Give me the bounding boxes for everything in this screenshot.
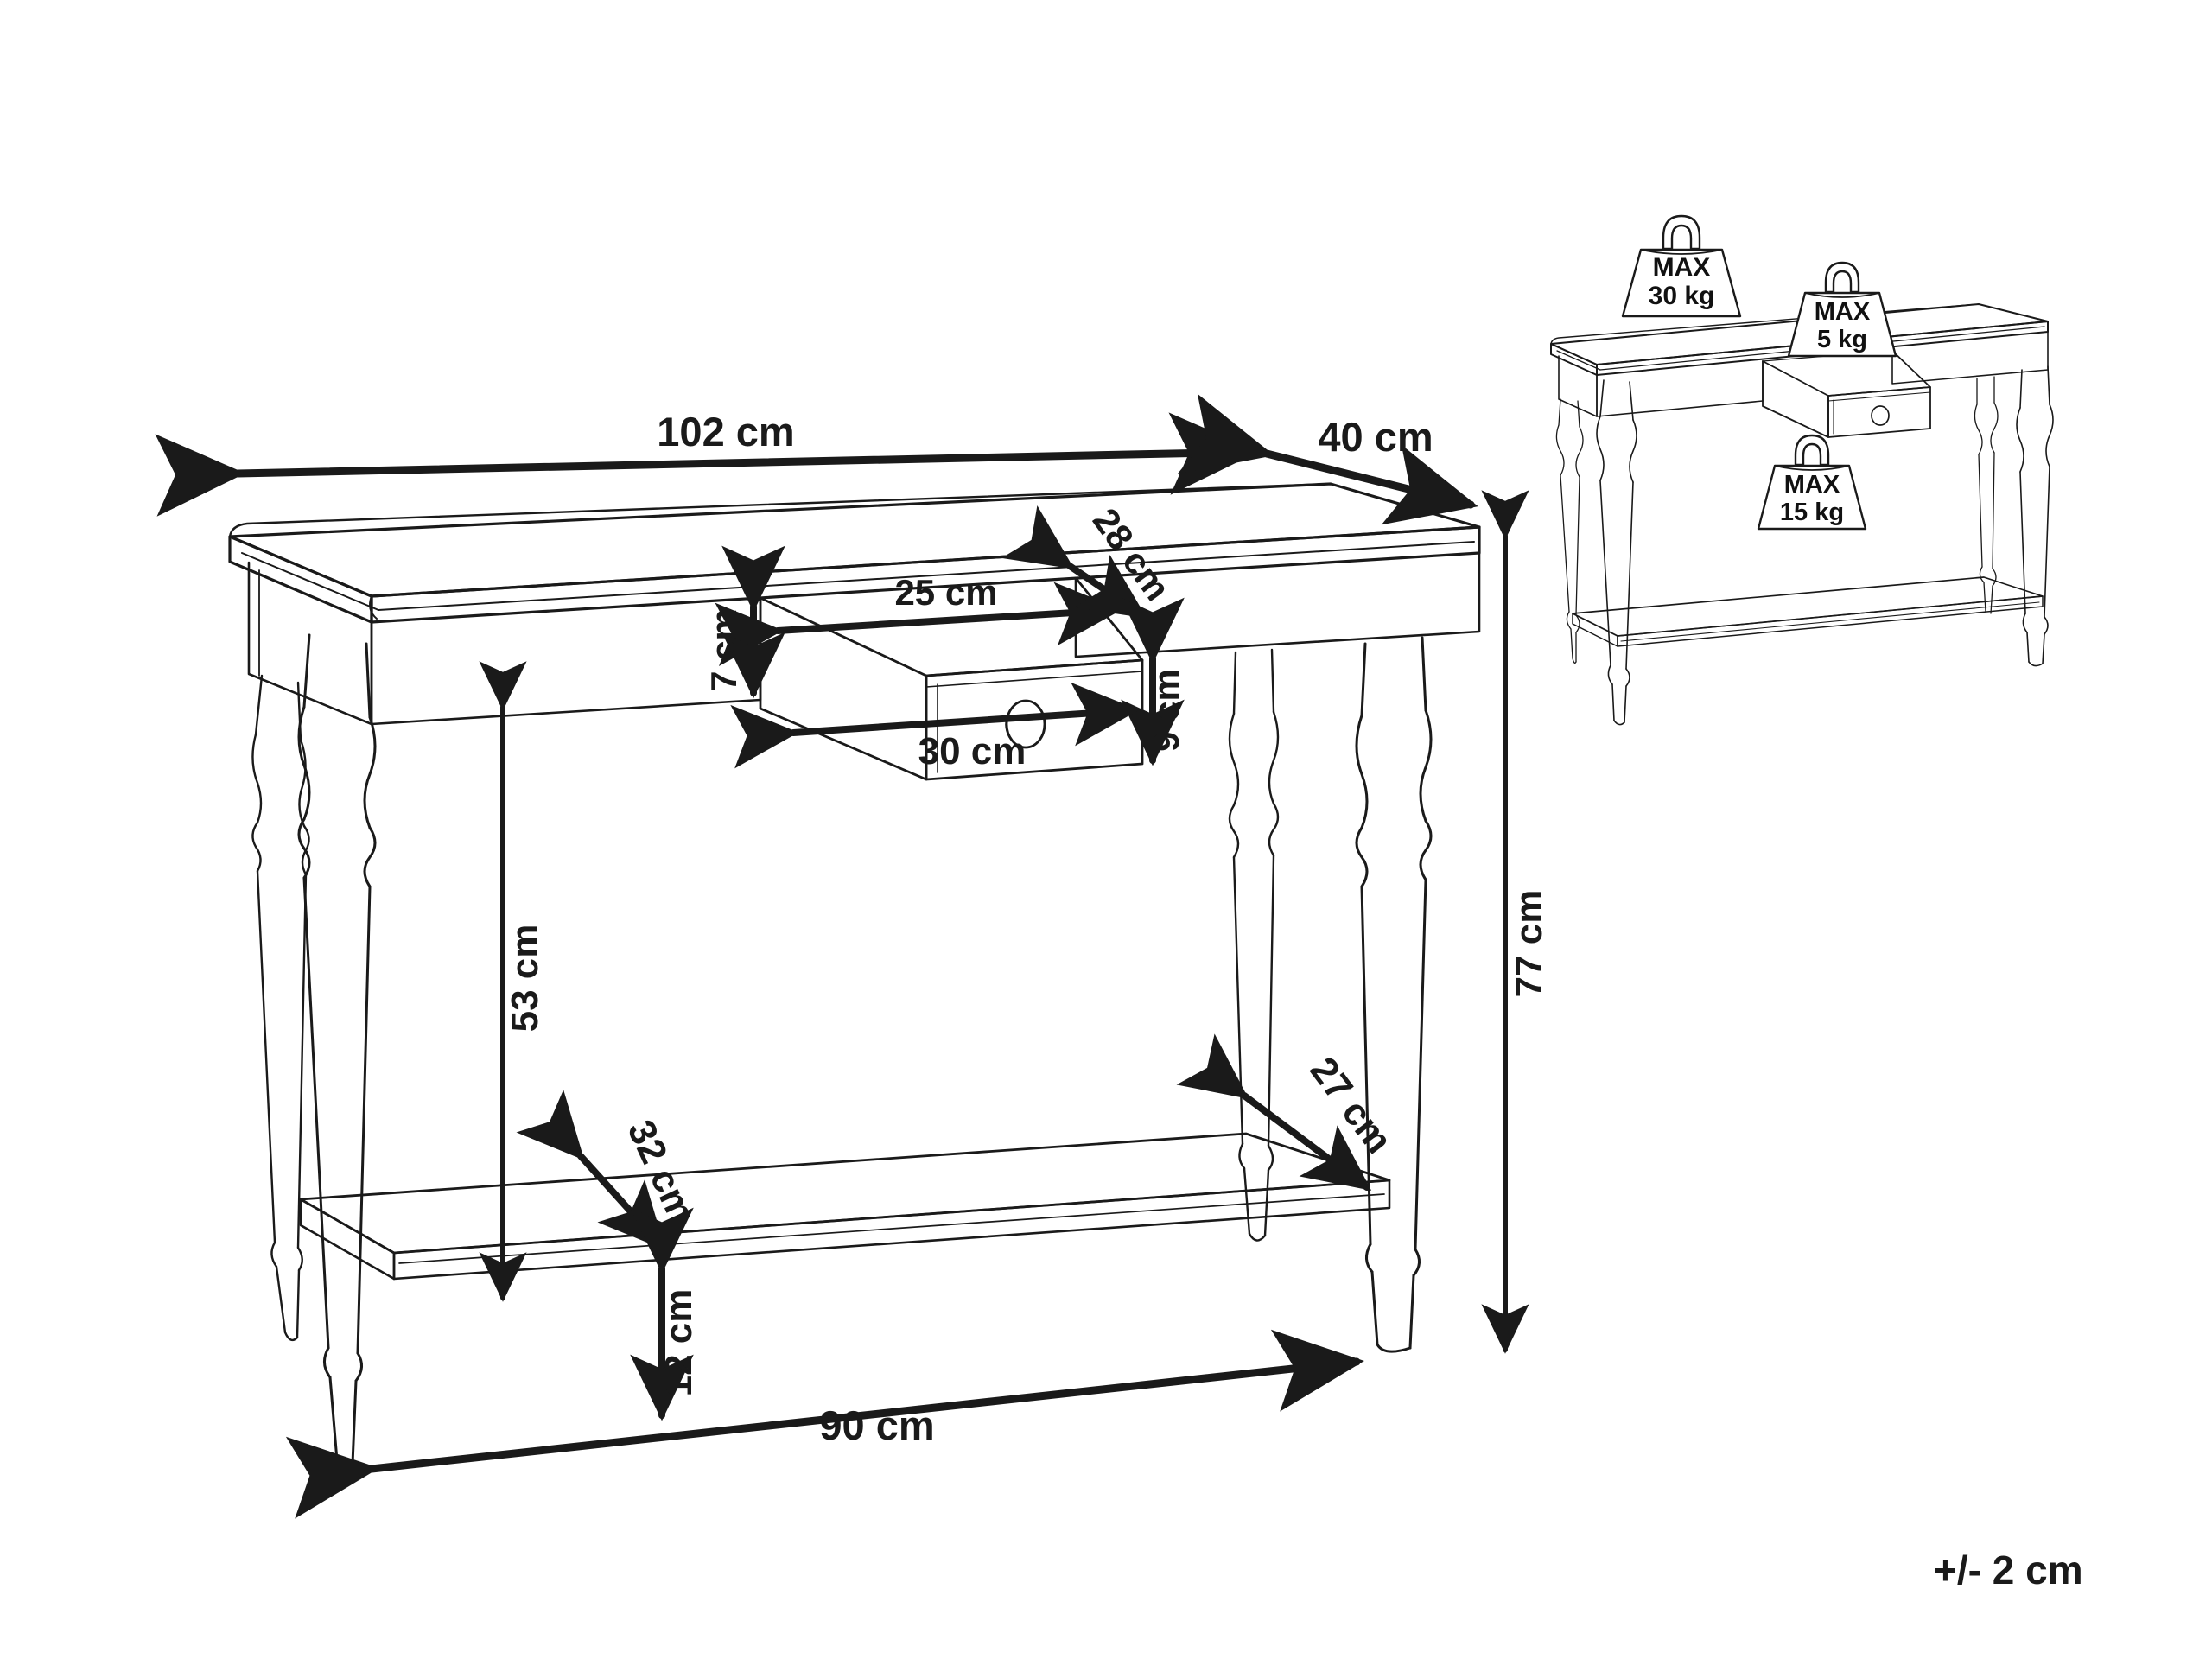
weight-icon-shelf-load [1757,434,1867,531]
inset-leg-front-left [1596,379,1637,726]
weight-label-15kg-line1: MAX [1784,471,1840,499]
weight-body-5kg [1787,291,1897,358]
inset-leg-back-right [1974,376,1999,614]
dim-arrow-shelf-width [285,1329,1364,1519]
dim-arrow-shelf-depth-right [1176,1033,1372,1191]
weight-handle-5kg [1824,261,1860,294]
inset-drawer-box [1762,350,1931,438]
inset-lower-shelf [1572,576,2044,647]
weight-label-5kg-line1: MAX [1815,298,1871,326]
dim-label-drawer-outer-height: 9 cm [1146,669,1186,752]
dim-label-drawer-inner-height: 7 cm [703,608,744,691]
dim-arrow-depth-top [1177,393,1478,525]
inset-drawer-knob [1871,405,1890,426]
weight-handle-30kg [1662,214,1701,251]
dim-arrow-drawer-outer-width [730,682,1140,769]
dim-label-drawer-outer-width: 30 cm [918,730,1027,772]
weight-body-30kg [1621,248,1742,318]
weight-label-15kg-line2: 15 kg [1780,499,1844,526]
dim-label-clearance: 53 cm [504,925,546,1033]
weight-body-15kg [1757,464,1867,531]
dim-label-shelf-width: 90 cm [819,1402,934,1448]
weight-label-5kg-line2: 5 kg [1817,326,1867,353]
inset-leg-back-left [1555,398,1584,664]
weight-label-30kg-line1: MAX [1653,253,1711,282]
dim-label-shelf-to-floor: 12 cm [658,1289,700,1397]
dim-arrow-width-top [155,412,1259,517]
dim-label-width-top: 102 cm [657,409,794,454]
dim-label-depth-top: 40 cm [1318,414,1433,460]
weight-handle-15kg [1794,434,1830,467]
dim-label-drawer-inner-width: 25 cm [894,572,997,613]
weight-label-30kg-line2: 30 kg [1649,282,1715,310]
dim-label-total-height: 77 cm [1508,890,1550,998]
weight-icon-top-load [1621,214,1742,318]
weight-icon-drawer-load [1787,261,1897,358]
lower-shelf [299,1132,1391,1281]
tolerance-note: +/- 2 cm [1934,1548,2083,1592]
